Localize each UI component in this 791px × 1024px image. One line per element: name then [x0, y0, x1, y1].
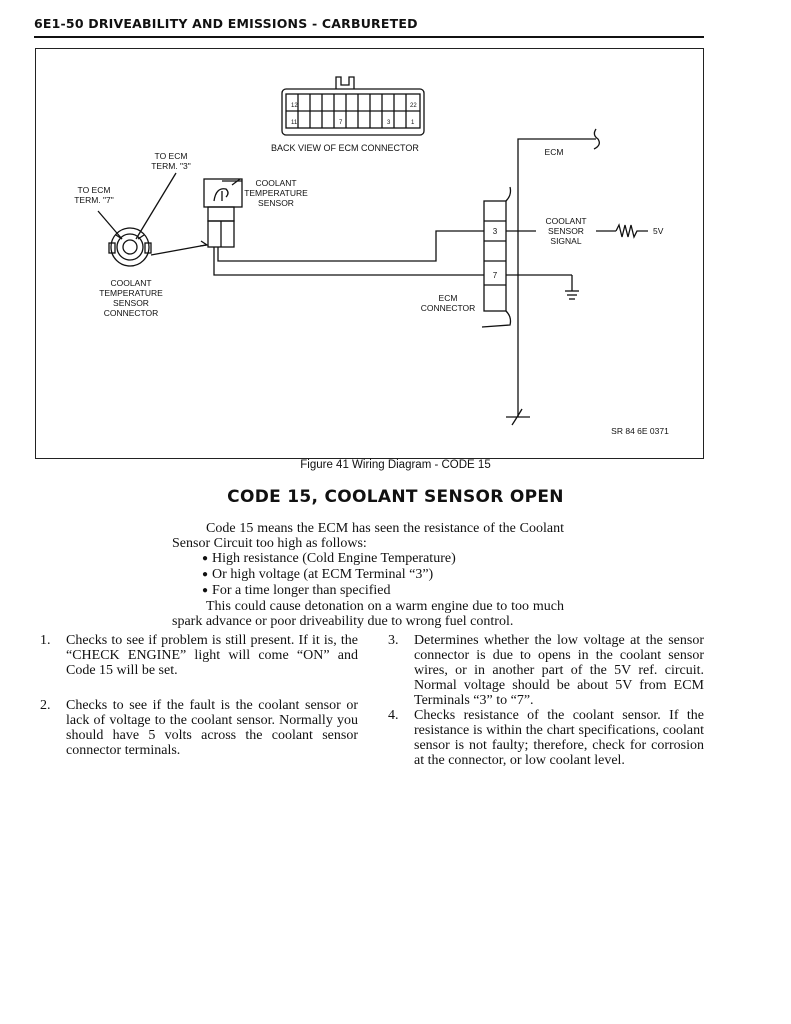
note-text: Checks to see if the fault is the coolan… [66, 698, 358, 758]
ecm-connector-back-view [281, 76, 425, 136]
coolant-sensor-label-line3: SENSOR [258, 198, 294, 208]
pin-11-label: 11 [291, 120, 298, 126]
note-text: Checks to see if problem is still presen… [66, 633, 358, 678]
note-item: 4. Checks resistance of the coolant sens… [388, 708, 704, 768]
to-ecm-term-3-line1: TO ECM [155, 151, 188, 161]
reference-code: SR 84 6E 0371 [611, 426, 669, 436]
coolant-temperature-sensor-icon [203, 178, 243, 248]
signal-label-line1: COOLANT [545, 216, 586, 226]
sensor-connector-label-line4: CONNECTOR [104, 308, 159, 318]
section-title: CODE 15, COOLANT SENSOR OPEN [227, 487, 564, 507]
pin-7-label: 7 [339, 120, 343, 126]
intro-block: Code 15 means the ECM has seen the resis… [172, 521, 564, 629]
note-number: 4. [388, 708, 399, 723]
condition-item: ●High resistance (Cold Engine Temperatur… [202, 551, 456, 566]
sensor-connector-label-line3: SENSOR [113, 298, 149, 308]
wiring-diagram: 12 22 11 7 3 1 BACK VIEW OF ECM CONNECTO… [74, 76, 669, 436]
ecm-harness-connector [481, 186, 512, 328]
coolant-sensor-label-line2: TEMPERATURE [244, 188, 308, 198]
figure-caption: Figure 41 Wiring Diagram - CODE 15 [300, 459, 491, 471]
page-header-title: 6E1-50 DRIVEABILITY AND EMISSIONS - CARB… [34, 16, 418, 31]
to-ecm-term-3-line2: TERM. "3" [151, 161, 191, 171]
note-number: 2. [40, 698, 51, 713]
signal-label-line3: SIGNAL [550, 236, 581, 246]
pin-3-label: 3 [387, 120, 391, 126]
coolant-sensor-label-line1: COOLANT [255, 178, 296, 188]
page-header: 6E1-50 DRIVEABILITY AND EMISSIONS - CARB… [34, 16, 704, 38]
note-item: 1. Checks to see if problem is still pre… [40, 633, 358, 678]
note-number: 3. [388, 633, 399, 648]
notes-left-column: 1. Checks to see if problem is still pre… [40, 633, 358, 758]
bullet-icon: ● [202, 569, 209, 580]
ecm-connector-label-line2: CONNECTOR [421, 303, 476, 313]
wiring-diagram-figure: 12 22 11 7 3 1 BACK VIEW OF ECM CONNECTO… [35, 48, 704, 459]
intro-paragraph-2: This could cause detonation on a warm en… [172, 599, 564, 629]
note-text: Checks resistance of the coolant sensor.… [414, 708, 704, 768]
notes-right-column: 3. Determines whether the low voltage at… [388, 633, 704, 768]
condition-list: ●High resistance (Cold Engine Temperatur… [172, 551, 564, 599]
condition-item: ●For a time longer than specified [202, 583, 391, 598]
pin-12-label: 12 [291, 103, 298, 109]
to-ecm-term-7-line1: TO ECM [78, 185, 111, 195]
voltage-label: 5V [653, 226, 664, 236]
to-ecm-term-7-line2: TERM. "7" [74, 195, 114, 205]
ecm-connector-view-label: BACK VIEW OF ECM CONNECTOR [271, 143, 419, 153]
ecm-label: ECM [545, 147, 564, 157]
sensor-connector-label-line2: TEMPERATURE [99, 288, 163, 298]
note-item: 3. Determines whether the low voltage at… [388, 633, 704, 708]
terminal-7-label: 7 [493, 271, 498, 280]
note-text: Determines whether the low voltage at th… [414, 633, 704, 708]
terminal-3-label: 3 [493, 227, 498, 236]
sensor-connector-label-line1: COOLANT [110, 278, 151, 288]
signal-label-line2: SENSOR [548, 226, 584, 236]
ecm-connector-label-line1: ECM [439, 293, 458, 303]
note-number: 1. [40, 633, 51, 648]
pin-1-label: 1 [411, 120, 415, 126]
bullet-icon: ● [202, 585, 209, 596]
bullet-icon: ● [202, 553, 209, 564]
intro-paragraph-1: Code 15 means the ECM has seen the resis… [172, 521, 564, 551]
pin-22-label: 22 [410, 103, 417, 109]
condition-item: ●Or high voltage (at ECM Terminal “3”) [202, 567, 434, 582]
note-item: 2. Checks to see if the fault is the coo… [40, 698, 358, 758]
sensor-connector-icon [108, 227, 152, 267]
